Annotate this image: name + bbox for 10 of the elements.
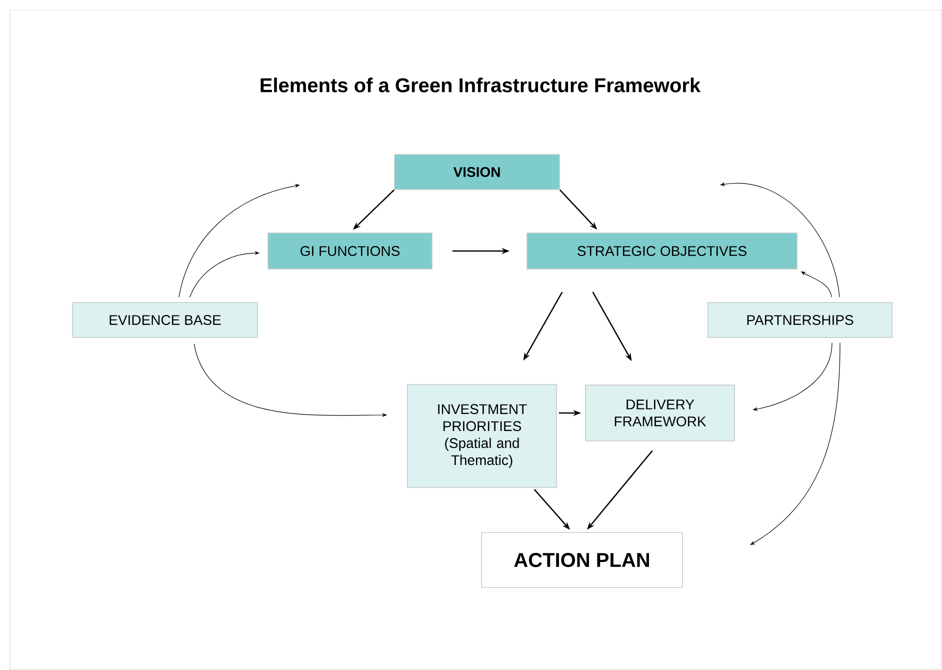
process-box: GI FUNCTIONS bbox=[268, 232, 432, 270]
process-box: VISION bbox=[394, 154, 560, 190]
result-box: ACTION PLAN bbox=[481, 532, 683, 588]
title: Elements of a Green Infrastructure Framework bbox=[260, 78, 701, 92]
process-box: DELIVERY FRAMEWORK bbox=[585, 384, 735, 442]
process-box: STRATEGIC OBJECTIVES bbox=[526, 232, 798, 270]
process-box: INVESTMENT PRIORITIES (Spatial and Thematic) bbox=[407, 384, 557, 488]
input-box: PARTNERSHIPS bbox=[708, 302, 892, 338]
arrow bbox=[750, 342, 840, 545]
input-box: EVIDENCE BASE bbox=[72, 302, 258, 338]
